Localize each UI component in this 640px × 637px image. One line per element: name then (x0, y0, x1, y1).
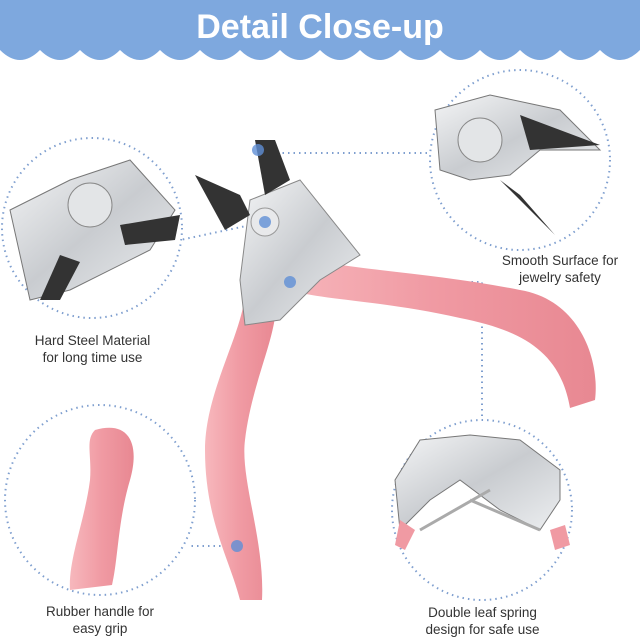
callout-line: Double leaf spring (428, 605, 537, 620)
header-banner (0, 0, 640, 60)
callout-smooth-surface: Smooth Surface for jewelry safety (480, 252, 640, 286)
page-title: Detail Close-up (196, 8, 444, 46)
callout-line: Smooth Surface for (501, 253, 619, 268)
callout-line: Hard Steel Material (34, 333, 151, 348)
detail-hard-steel-image (9, 159, 180, 301)
callout-hard-steel: Hard Steel Material for long time use (10, 332, 175, 366)
detail-leaf-spring-image (394, 434, 570, 550)
detail-smooth-surface-image (434, 94, 602, 235)
pliers-image (195, 140, 596, 600)
callout-line: jewelry safety (519, 270, 601, 285)
callout-line: easy grip (72, 621, 128, 636)
callout-rubber-handle: Rubber handle for easy grip (20, 603, 180, 637)
callout-line: for long time use (42, 350, 143, 365)
callout-line: design for safe use (425, 622, 540, 637)
callout-leaf-spring: Double leaf spring design for safe use (400, 604, 565, 637)
detail-rubber-handle-image (69, 427, 134, 590)
callout-line: Rubber handle for (45, 604, 155, 619)
